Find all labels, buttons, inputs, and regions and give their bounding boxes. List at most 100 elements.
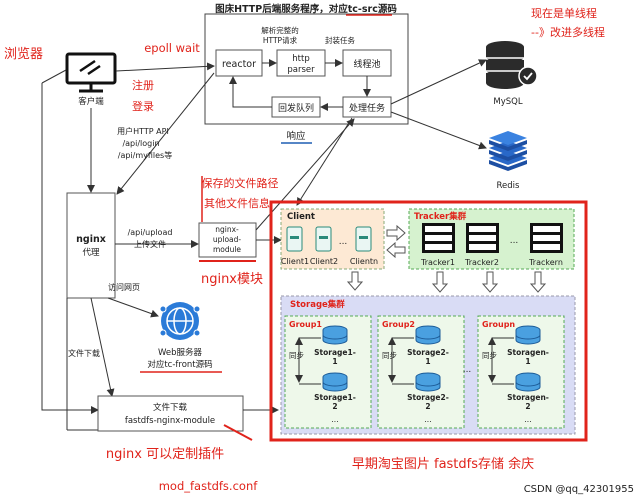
mysql-icon bbox=[486, 41, 538, 89]
api-line-2: /api/login bbox=[122, 139, 159, 148]
tracker-n-icon bbox=[530, 223, 563, 253]
fastdfs-underline bbox=[223, 424, 253, 441]
fastdfs-cluster-border bbox=[269, 200, 588, 442]
thread-pool-label: 线程池 bbox=[353, 58, 380, 70]
tracker-cluster-title: Tracker集群 bbox=[414, 211, 467, 222]
arrow-client-download bbox=[41, 83, 99, 414]
client-tracker-arrow bbox=[386, 224, 406, 259]
client-n-label: Clientn bbox=[350, 257, 378, 266]
mysql-label: MySQL bbox=[493, 97, 522, 107]
tracker-storage-arrows bbox=[431, 271, 547, 293]
storage-group-title: Group2 bbox=[382, 320, 415, 329]
upload-api-label-1: /api/upload bbox=[128, 228, 173, 237]
epoll-wait-label: epoll wait bbox=[144, 41, 200, 55]
storage-top-index: 1 bbox=[525, 357, 530, 366]
client-2-icon bbox=[315, 226, 332, 252]
nginx-box bbox=[66, 192, 116, 299]
api-line-3: /api/myfiles等 bbox=[118, 150, 172, 160]
arrow-process-client bbox=[296, 117, 353, 206]
client-storage-arrow bbox=[346, 271, 364, 291]
monitor-icon bbox=[65, 52, 117, 93]
http-service-title: 图床HTTP后端服务程序，对应tc-src源码 bbox=[215, 3, 397, 15]
storage-group-ellipsis: ... bbox=[463, 365, 472, 375]
register-label: 注册 bbox=[132, 78, 154, 92]
csdn-watermark: CSDN @qq_42301955 bbox=[524, 484, 634, 495]
storage-top-label: Storagen- bbox=[507, 348, 549, 357]
upload-module-box bbox=[198, 222, 257, 258]
process-task-label: 处理任务 bbox=[349, 102, 385, 114]
fastdfs-module-box bbox=[97, 395, 244, 432]
upload-module-label-2: upload- bbox=[213, 235, 242, 244]
tracker-1-icon bbox=[422, 223, 455, 253]
nginx-title: nginx bbox=[76, 234, 106, 245]
client-1-icon bbox=[286, 226, 303, 252]
storage-group-title: Groupn bbox=[482, 320, 515, 329]
login-label: 登录 bbox=[132, 99, 154, 113]
browser-label: 浏览器 bbox=[4, 46, 43, 62]
api-line-1: 用户HTTP API bbox=[117, 126, 169, 136]
saved-path-label: 保存的文件路径 bbox=[202, 176, 279, 190]
parse-request-note-2: HTTP请求 bbox=[263, 35, 298, 45]
tracker-n-label: Trackern bbox=[528, 258, 563, 267]
http-parser-label-1: http bbox=[292, 54, 309, 64]
web-server-source-label: 对应tc-front源码 bbox=[147, 359, 212, 370]
storage-top-label: Storage2- bbox=[407, 348, 449, 357]
file-download-label: 文件下载 bbox=[68, 348, 100, 358]
tracker-ellipsis: ... bbox=[510, 236, 519, 246]
storage-disk-bottom-icon bbox=[415, 372, 441, 392]
storage-sync-label: 同步 bbox=[289, 351, 304, 360]
parse-request-note-1: 解析完整的 bbox=[261, 25, 299, 35]
http-parser-box bbox=[276, 49, 326, 77]
storage-top-label: Storage1- bbox=[314, 348, 356, 357]
reactor-label: reactor bbox=[222, 59, 256, 70]
storage-cluster-title: Storage集群 bbox=[290, 299, 345, 310]
conf-note: mod_fastdfs.conf bbox=[159, 479, 259, 493]
storage-top-index: 1 bbox=[425, 357, 430, 366]
client-cluster-title: Client bbox=[287, 212, 315, 222]
response-label: 响应 bbox=[286, 130, 306, 142]
upload-api-label-2: 上传文件 bbox=[134, 239, 166, 249]
storage-sync-label: 同步 bbox=[382, 351, 397, 360]
reply-queue-label: 回发队列 bbox=[278, 102, 314, 114]
redis-icon bbox=[489, 131, 527, 171]
storage-group-title: Group1 bbox=[289, 320, 322, 329]
storage-bottom-label: Storagen- bbox=[507, 393, 549, 402]
upload-module-label-1: nginx- bbox=[215, 225, 239, 234]
arrow-reactor-nginx bbox=[116, 72, 215, 195]
storage-disk-bottom-icon bbox=[322, 372, 348, 392]
client-cluster-items: Client1 Client2 Clientn ... bbox=[281, 226, 378, 266]
arrow-nginx-web bbox=[107, 297, 159, 318]
storage-disk-top-icon bbox=[515, 325, 541, 345]
nginx-subtitle: 代理 bbox=[82, 247, 100, 258]
tracker-2-label: Tracker2 bbox=[464, 258, 499, 267]
storage-more-ellipsis: ... bbox=[424, 415, 431, 424]
storage-bottom-index: 2 bbox=[332, 402, 337, 411]
storage-bottom-label: Storage1- bbox=[314, 393, 356, 402]
arrow-process-redis bbox=[390, 111, 487, 150]
single-thread-note: 现在是单线程 bbox=[531, 6, 597, 20]
client-ellipsis: ... bbox=[339, 237, 348, 247]
web-server-label: Web服务器 bbox=[158, 347, 203, 358]
client-1-label: Client1 bbox=[281, 257, 309, 266]
storage-bottom-index: 2 bbox=[425, 402, 430, 411]
arrow-client-reactor bbox=[115, 62, 215, 72]
other-info-label: 其他文件信息 bbox=[204, 196, 270, 210]
encapsulate-task-note: 封装任务 bbox=[325, 35, 355, 45]
reactor-box bbox=[215, 49, 263, 77]
arrow-process-mysql bbox=[390, 59, 487, 105]
fastdfs-download-label: 文件下载 bbox=[153, 402, 188, 413]
storage-disk-top-icon bbox=[415, 325, 441, 345]
client-2-label: Client2 bbox=[310, 257, 338, 266]
arrow-queue-reactor bbox=[229, 76, 272, 108]
visit-web-label: 访问网页 bbox=[108, 282, 140, 292]
redis-label: Redis bbox=[497, 181, 521, 191]
fastdfs-module-label: fastdfs-nginx-module bbox=[125, 416, 215, 426]
storage-bottom-index: 2 bbox=[525, 402, 530, 411]
line-client-left bbox=[41, 69, 67, 84]
